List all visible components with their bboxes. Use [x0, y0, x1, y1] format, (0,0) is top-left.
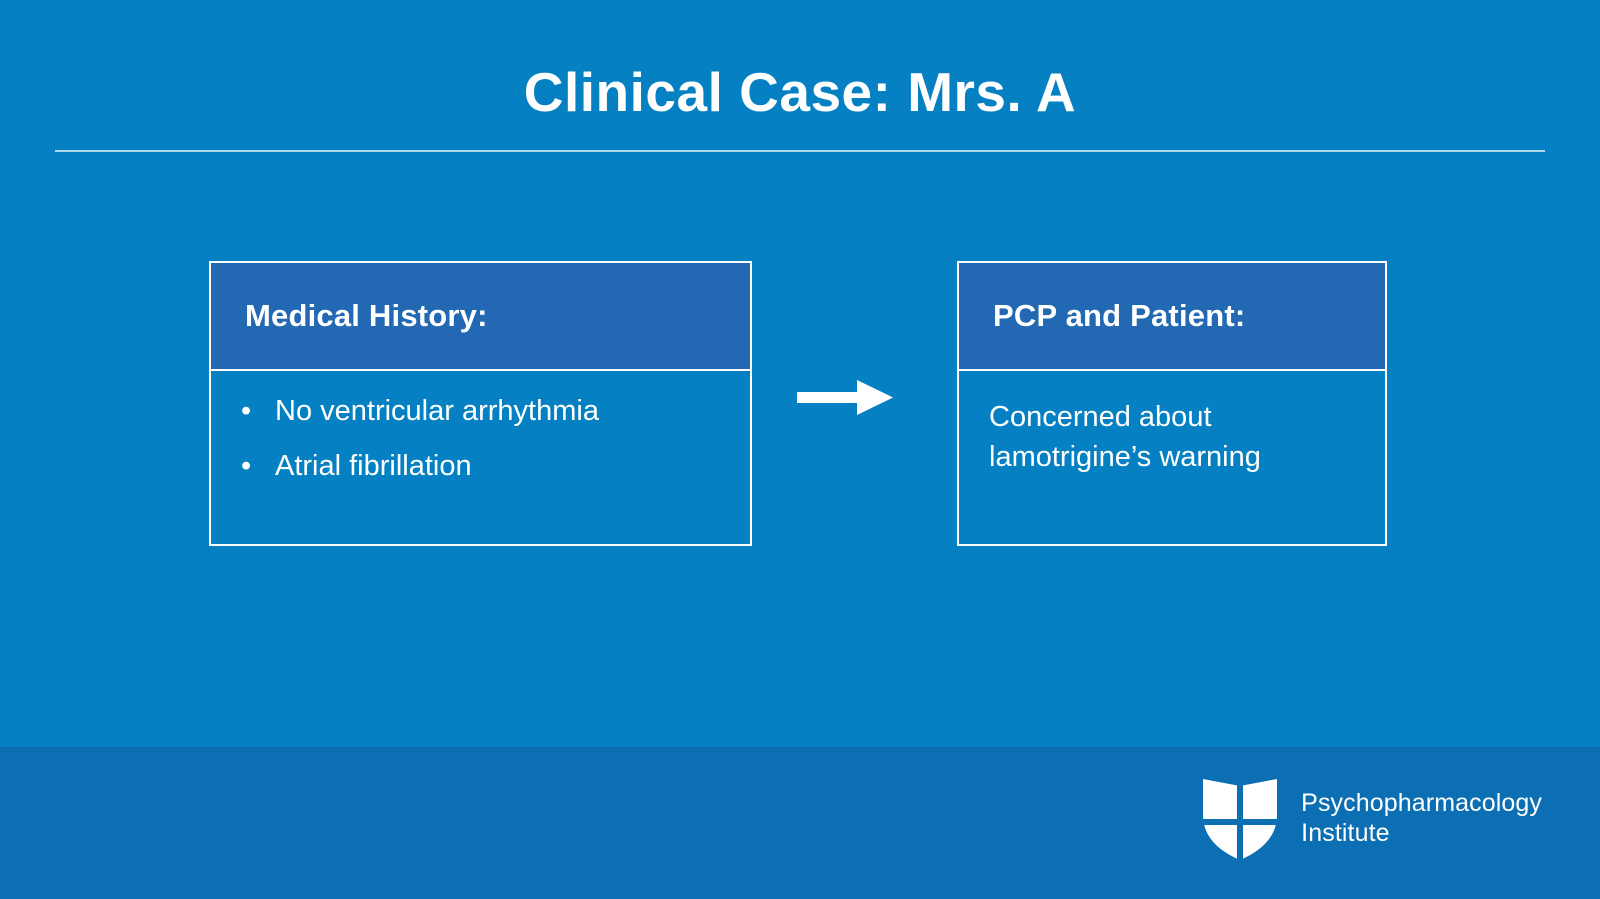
footer-band: Psychopharmacology Institute	[0, 747, 1600, 899]
brand-logo: Psychopharmacology Institute	[1201, 775, 1542, 861]
card-header-label: PCP and Patient:	[993, 298, 1246, 333]
card-body-medical-history: • No ventricular arrhythmia • Atrial fib…	[211, 371, 750, 481]
brand-name: Psychopharmacology Institute	[1301, 788, 1542, 849]
bullet-text: Atrial fibrillation	[275, 450, 472, 482]
bullet-dot-icon: •	[241, 395, 252, 427]
list-item: • Atrial fibrillation	[241, 452, 720, 481]
list-item: • No ventricular arrhythmia	[241, 397, 720, 426]
page-title: Clinical Case: Mrs. A	[523, 61, 1077, 123]
brand-name-line1: Psychopharmacology	[1301, 788, 1542, 817]
card-pcp-and-patient: PCP and Patient: Concerned about lamotri…	[957, 261, 1387, 546]
card-header-medical-history: Medical History:	[211, 263, 750, 371]
bullet-dot-icon: •	[241, 450, 252, 482]
arrow-right-icon	[797, 378, 893, 418]
card-header-label: Medical History:	[245, 298, 488, 333]
bullet-text: No ventricular arrhythmia	[275, 395, 599, 427]
card-header-pcp-and-patient: PCP and Patient:	[959, 263, 1385, 371]
flow-diagram: Medical History: • No ventricular arrhyt…	[209, 261, 1387, 546]
card-body-pcp-and-patient: Concerned about lamotrigine’s warning	[959, 371, 1385, 477]
brand-name-line2: Institute	[1301, 819, 1390, 847]
bullet-list: • No ventricular arrhythmia • Atrial fib…	[241, 397, 720, 481]
card-body-text: Concerned about lamotrigine’s warning	[989, 401, 1261, 474]
shield-logo-icon	[1201, 775, 1279, 861]
card-medical-history: Medical History: • No ventricular arrhyt…	[209, 261, 752, 546]
title-divider	[55, 150, 1545, 152]
